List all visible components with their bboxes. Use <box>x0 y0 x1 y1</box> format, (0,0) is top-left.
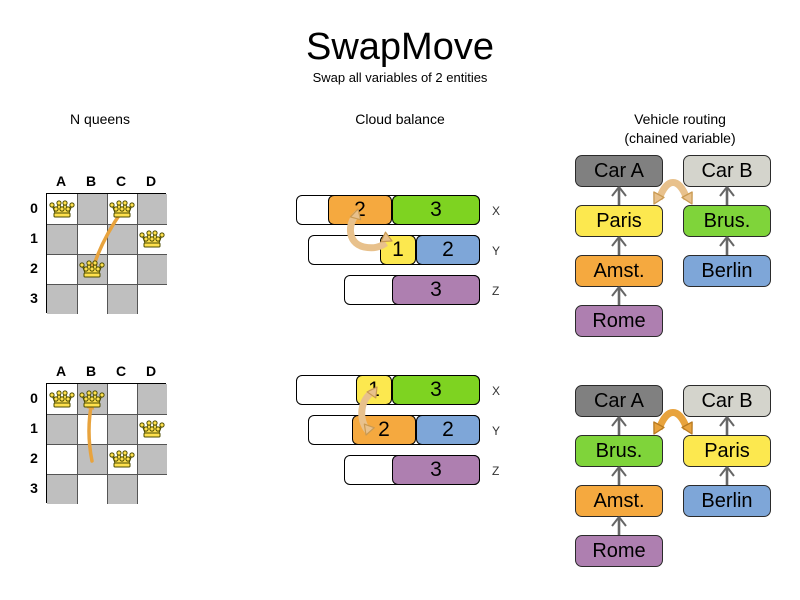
cloud-row-label-X: X <box>492 204 501 218</box>
queen-piece <box>77 384 107 414</box>
board-col-label-B: B <box>85 363 97 379</box>
queen-piece <box>107 194 137 224</box>
routing-arrows-after <box>611 409 735 535</box>
section-heading-routing-line1: Vehicle routing <box>634 111 726 127</box>
route-node-a-2: Rome <box>575 305 663 337</box>
queen-piece <box>77 254 107 284</box>
route-node-a-1: Amst. <box>575 485 663 517</box>
route-node-b-0: Brus. <box>683 205 771 237</box>
queen-piece <box>107 444 137 474</box>
board-cell <box>137 284 167 314</box>
queen-piece <box>47 194 77 224</box>
route-node-b-1: Berlin <box>683 485 771 517</box>
board-cell <box>107 284 137 314</box>
board-cell <box>137 444 167 474</box>
board-cell <box>47 444 77 474</box>
board-row-label-0: 0 <box>30 390 38 406</box>
board-row-label-3: 3 <box>30 480 38 496</box>
board-row-label-2: 2 <box>30 260 38 276</box>
cloud-segment: 3 <box>392 375 480 405</box>
cloud-segment: 3 <box>392 275 480 305</box>
board-row-label-1: 1 <box>30 420 38 436</box>
board-cell <box>77 474 107 504</box>
cloud-segment: 2 <box>416 415 480 445</box>
vehicle-node-car-b: Car B <box>683 155 771 187</box>
board-cell <box>77 414 107 444</box>
board-cell <box>137 194 167 224</box>
vehicle-node-car-a: Car A <box>575 155 663 187</box>
board-cell <box>107 474 137 504</box>
cloud-row-label-Z: Z <box>492 464 500 478</box>
nqueens-board-before <box>46 193 167 314</box>
board-col-label-A: A <box>55 173 67 189</box>
board-row-label-0: 0 <box>30 200 38 216</box>
board-gridline-h <box>47 474 167 475</box>
board-col-label-A: A <box>55 363 67 379</box>
cloud-swap-arrow-before <box>347 208 393 252</box>
route-node-a-0: Brus. <box>575 435 663 467</box>
cloud-row-label-Y: Y <box>492 244 501 258</box>
board-gridline-v <box>137 194 138 314</box>
route-node-b-0: Paris <box>683 435 771 467</box>
cloud-segment: 3 <box>392 455 480 485</box>
board-cell <box>47 254 77 284</box>
board-cell <box>137 474 167 504</box>
route-node-a-1: Amst. <box>575 255 663 287</box>
vehicle-node-car-b: Car B <box>683 385 771 417</box>
route-node-a-2: Rome <box>575 535 663 567</box>
queen-piece <box>137 224 167 254</box>
page-subtitle: Swap all variables of 2 entities <box>312 70 488 85</box>
cloud-row-label-X: X <box>492 384 501 398</box>
board-cell <box>77 284 107 314</box>
board-cell <box>107 414 137 444</box>
route-node-a-0: Paris <box>575 205 663 237</box>
section-heading-routing-line2: (chained variable) <box>624 130 736 146</box>
vehicle-node-car-a: Car A <box>575 385 663 417</box>
board-cell <box>47 414 77 444</box>
cloud-swap-arrow-after <box>358 386 378 436</box>
board-gridline-h <box>47 254 167 255</box>
routing-arrows-before <box>611 179 735 305</box>
board-row-label-3: 3 <box>30 290 38 306</box>
board-col-label-C: C <box>115 173 127 189</box>
board-col-label-D: D <box>145 173 157 189</box>
board-row-label-2: 2 <box>30 450 38 466</box>
section-heading-cloud: Cloud balance <box>355 111 445 127</box>
queen-piece <box>137 414 167 444</box>
board-col-label-C: C <box>115 363 127 379</box>
board-cell <box>107 384 137 414</box>
cloud-row-label-Z: Z <box>492 284 500 298</box>
page-title: SwapMove <box>306 26 494 68</box>
board-col-label-D: D <box>145 363 157 379</box>
cloud-row-label-Y: Y <box>492 424 501 438</box>
board-cell <box>47 224 77 254</box>
section-heading-nqueens: N queens <box>70 111 130 127</box>
cloud-segment: 2 <box>416 235 480 265</box>
queen-piece <box>47 384 77 414</box>
board-gridline-h <box>47 444 167 445</box>
board-row-label-1: 1 <box>30 230 38 246</box>
board-cell <box>77 194 107 224</box>
board-cell <box>47 284 77 314</box>
cloud-segment: 3 <box>392 195 480 225</box>
board-cell <box>107 254 137 284</box>
cloud-balance-after: 13X22Y3Z <box>296 375 510 490</box>
board-cell <box>137 254 167 284</box>
nqueens-board-after <box>46 383 167 504</box>
board-cell <box>137 384 167 414</box>
route-node-b-1: Berlin <box>683 255 771 287</box>
board-cell <box>47 474 77 504</box>
board-col-label-B: B <box>85 173 97 189</box>
board-gridline-h <box>47 284 167 285</box>
board-gridline-v <box>137 384 138 504</box>
